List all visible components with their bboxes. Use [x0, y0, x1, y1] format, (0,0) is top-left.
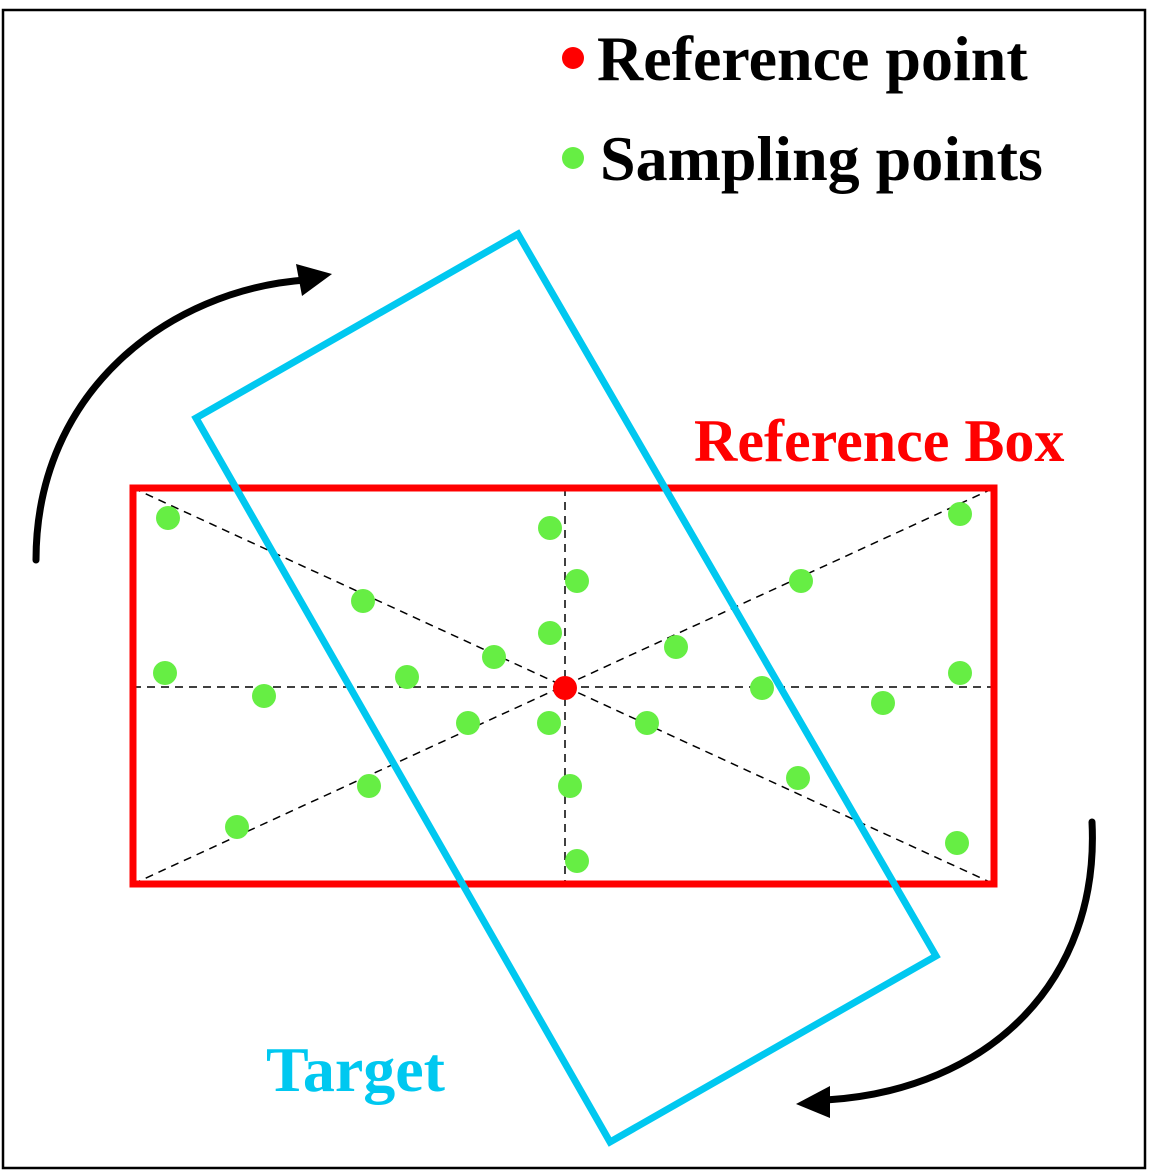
sampling-point: [537, 711, 561, 735]
legend-reference-point-label: Reference point: [597, 23, 1028, 94]
sampling-point: [948, 661, 972, 685]
rotation-arrow-bottom-right: [822, 818, 1096, 1104]
sampling-point: [482, 645, 506, 669]
sampling-point: [456, 711, 480, 735]
sampling-point: [357, 774, 381, 798]
sampling-point: [750, 676, 774, 700]
sampling-point: [565, 569, 589, 593]
legend-reference-point-marker: [562, 47, 584, 69]
reference-box: [129, 484, 998, 888]
sampling-point: [538, 621, 562, 645]
sampling-point: [565, 849, 589, 873]
rotation-arrows: [32, 264, 1096, 1118]
guide-diagonal-2: [132, 487, 995, 885]
sampling-points: [153, 502, 972, 873]
legend: Reference point Sampling points: [562, 23, 1043, 194]
legend-sampling-points-marker: [562, 147, 584, 169]
sampling-point: [538, 516, 562, 540]
sampling-point: [945, 831, 969, 855]
target-label: Target: [266, 1034, 446, 1105]
rotation-arrow-top-left: [32, 276, 309, 564]
sampling-point: [252, 684, 276, 708]
sampling-point: [871, 691, 895, 715]
legend-sampling-points-label: Sampling points: [600, 123, 1043, 194]
sampling-point: [225, 815, 249, 839]
target-box: [191, 229, 941, 1147]
sampling-point: [664, 635, 688, 659]
reference-point: [553, 676, 577, 700]
sampling-point: [789, 569, 813, 593]
outer-frame: [1, 8, 1147, 1170]
sampling-point: [395, 665, 419, 689]
sampling-point: [156, 506, 180, 530]
arrowhead-bottom-right: [796, 1086, 830, 1118]
reference-box-label: Reference Box: [694, 408, 1064, 474]
sampling-point: [786, 766, 810, 790]
sampling-point: [351, 589, 375, 613]
sampling-point: [635, 711, 659, 735]
sampling-point: [153, 661, 177, 685]
arrowhead-top-left: [296, 264, 332, 296]
sampling-point: [558, 774, 582, 798]
sampling-point: [948, 502, 972, 526]
